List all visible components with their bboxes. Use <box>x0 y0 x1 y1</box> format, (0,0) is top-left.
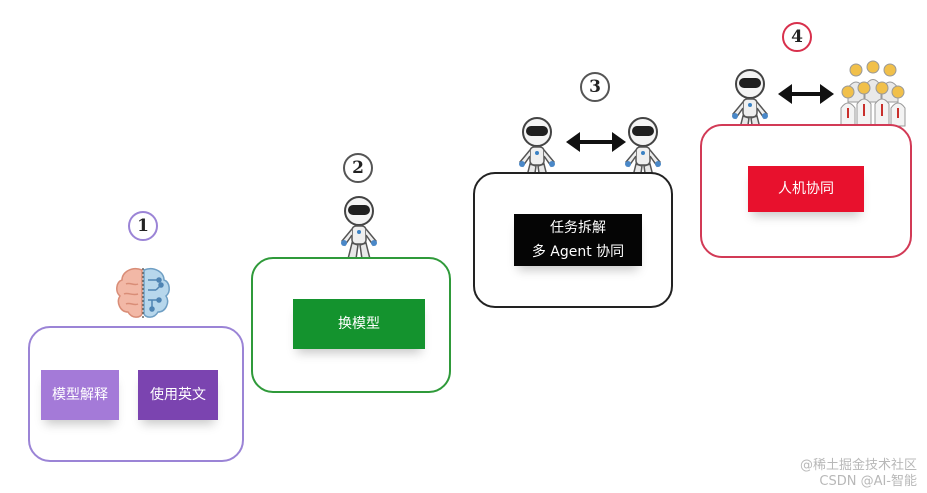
step-3-box-line2: 多 Agent 协同 <box>531 244 625 260</box>
step-2-box-switch-model: 换模型 <box>293 299 425 349</box>
watermark: @稀土掘金技术社区 CSDN @AI-智能 <box>800 458 917 490</box>
step-3-number: 3 <box>580 72 610 102</box>
double-arrow-icon <box>566 132 626 152</box>
step-2-number: 2 <box>343 153 373 183</box>
step-4-box-human-ai: 人机协同 <box>748 166 864 212</box>
step-1-number-text: 1 <box>137 216 149 236</box>
watermark-line1: @稀土掘金技术社区 <box>799 458 917 473</box>
step-3-box-task-split: 任务拆解 多 Agent 协同 <box>514 214 642 266</box>
step-1-box-english-text: 使用英文 <box>150 387 206 403</box>
step-4-number: 4 <box>782 22 812 52</box>
step-4-box-human-ai-text: 人机协同 <box>778 181 834 197</box>
step-1-box-explain-text: 模型解释 <box>52 387 108 403</box>
double-arrow-icon <box>778 84 834 104</box>
people-group-icon <box>840 60 906 127</box>
step-3-box-line1: 任务拆解 <box>550 220 606 236</box>
step-3-number-text: 3 <box>589 77 601 97</box>
step-2-box-switch-model-text: 换模型 <box>338 316 380 332</box>
step-2-number-text: 2 <box>352 158 364 178</box>
step-1-box-english: 使用英文 <box>138 370 218 420</box>
robot-icon <box>341 196 377 260</box>
step-1-box-explain: 模型解释 <box>41 370 119 420</box>
step-1-number: 1 <box>128 211 158 241</box>
watermark-line2: CSDN @AI-智能 <box>819 474 917 489</box>
step-4-number-text: 4 <box>791 27 803 47</box>
brain-icon <box>116 268 170 318</box>
